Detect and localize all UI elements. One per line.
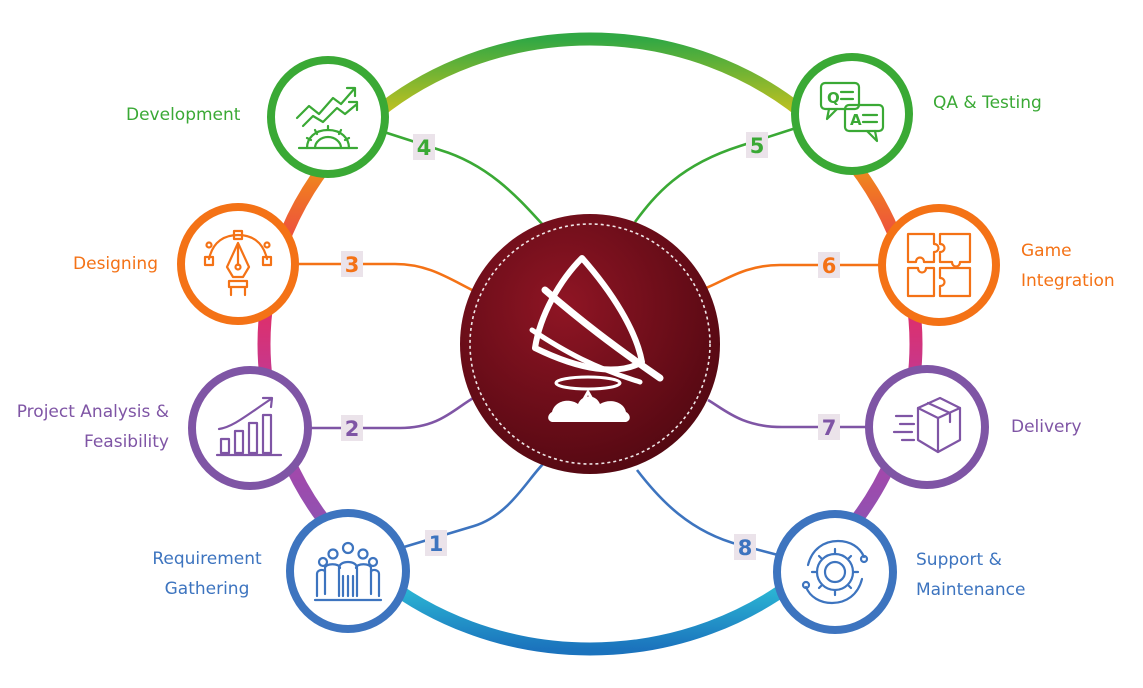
connector-line-4: [383, 130, 544, 226]
connector-line-5: [633, 126, 797, 223]
step-number: 3: [345, 253, 360, 277]
qa-chat-icon: QA: [819, 81, 885, 143]
svg-text:Q: Q: [827, 89, 840, 107]
stage-label-8: Support & Maintenance: [916, 545, 1056, 605]
connector-line-8: [635, 469, 779, 557]
stage-label-5: QA & Testing: [933, 88, 1073, 118]
center-logo: [460, 214, 720, 474]
step-number-badge: 1: [425, 530, 447, 556]
delivery-box-icon: [892, 396, 962, 454]
stage-label-line: Project Analysis &: [16, 402, 169, 422]
support-gear-icon: [801, 539, 869, 605]
stage-circle: [286, 509, 410, 633]
stage-label-line: Game: [1021, 241, 1072, 261]
outer-ring: [257, 32, 923, 656]
stage-circle: [791, 53, 913, 175]
stage-node-3: [177, 203, 299, 325]
stage-label-line: Designing: [73, 254, 158, 274]
step-number-badge: 3: [341, 251, 363, 277]
stage-label-2: Project Analysis & Feasibility: [9, 397, 169, 457]
puzzle-icon: [906, 232, 972, 298]
stage-node-1: [286, 509, 410, 633]
step-number-badge: 4: [413, 134, 435, 160]
team-icon: [313, 541, 383, 602]
stage-label-3: Designing: [68, 249, 158, 279]
stage-label-line: Maintenance: [916, 580, 1026, 600]
connector-line-1: [403, 461, 546, 549]
growth-chart-icon: [215, 396, 283, 457]
stage-label-line: Requirement: [152, 549, 262, 569]
connector-line-3: [293, 262, 475, 293]
gear-growth-icon: [295, 86, 359, 150]
stage-node-6: [878, 204, 1000, 326]
pen-tool-icon: [203, 229, 273, 297]
step-number-badge: 8: [734, 534, 756, 560]
connector-line-6: [705, 263, 882, 290]
step-number: 1: [429, 532, 444, 556]
svg-text:A: A: [850, 111, 862, 129]
stage-label-line: Gathering: [164, 579, 250, 599]
step-number: 6: [822, 254, 837, 278]
center-dashed-ring: [469, 223, 711, 465]
stage-label-7: Delivery: [1011, 412, 1101, 442]
stage-label-line: Delivery: [1011, 417, 1082, 437]
step-number-badge: 2: [341, 415, 363, 441]
stage-node-5: QA: [791, 53, 913, 175]
stage-circle: [865, 365, 989, 489]
stage-label-line: Support &: [916, 550, 1002, 570]
connector-line-2: [306, 395, 476, 430]
stage-label-4: Development: [126, 100, 266, 130]
stage-node-7: [865, 365, 989, 489]
rocket-logo-icon: [529, 255, 664, 422]
stage-label-line: Integration: [1021, 271, 1115, 291]
step-number-badge: 5: [746, 132, 768, 158]
stage-label-line: Development: [126, 105, 241, 125]
connector-line-7: [707, 398, 870, 429]
step-number: 4: [417, 136, 432, 160]
stage-circle: [773, 510, 897, 634]
step-number-badge: 7: [818, 414, 840, 440]
step-number: 7: [822, 416, 837, 440]
stage-node-2: [188, 366, 312, 490]
stage-node-8: [773, 510, 897, 634]
step-number: 8: [738, 536, 753, 560]
step-number-badge: 6: [818, 252, 840, 278]
step-number: 5: [750, 134, 765, 158]
stage-circle: [878, 204, 1000, 326]
stage-node-4: [267, 56, 389, 178]
stage-label-line: Feasibility: [84, 432, 169, 452]
stage-label-line: QA & Testing: [933, 93, 1042, 113]
center-circle: [460, 214, 720, 474]
step-number: 2: [345, 417, 360, 441]
